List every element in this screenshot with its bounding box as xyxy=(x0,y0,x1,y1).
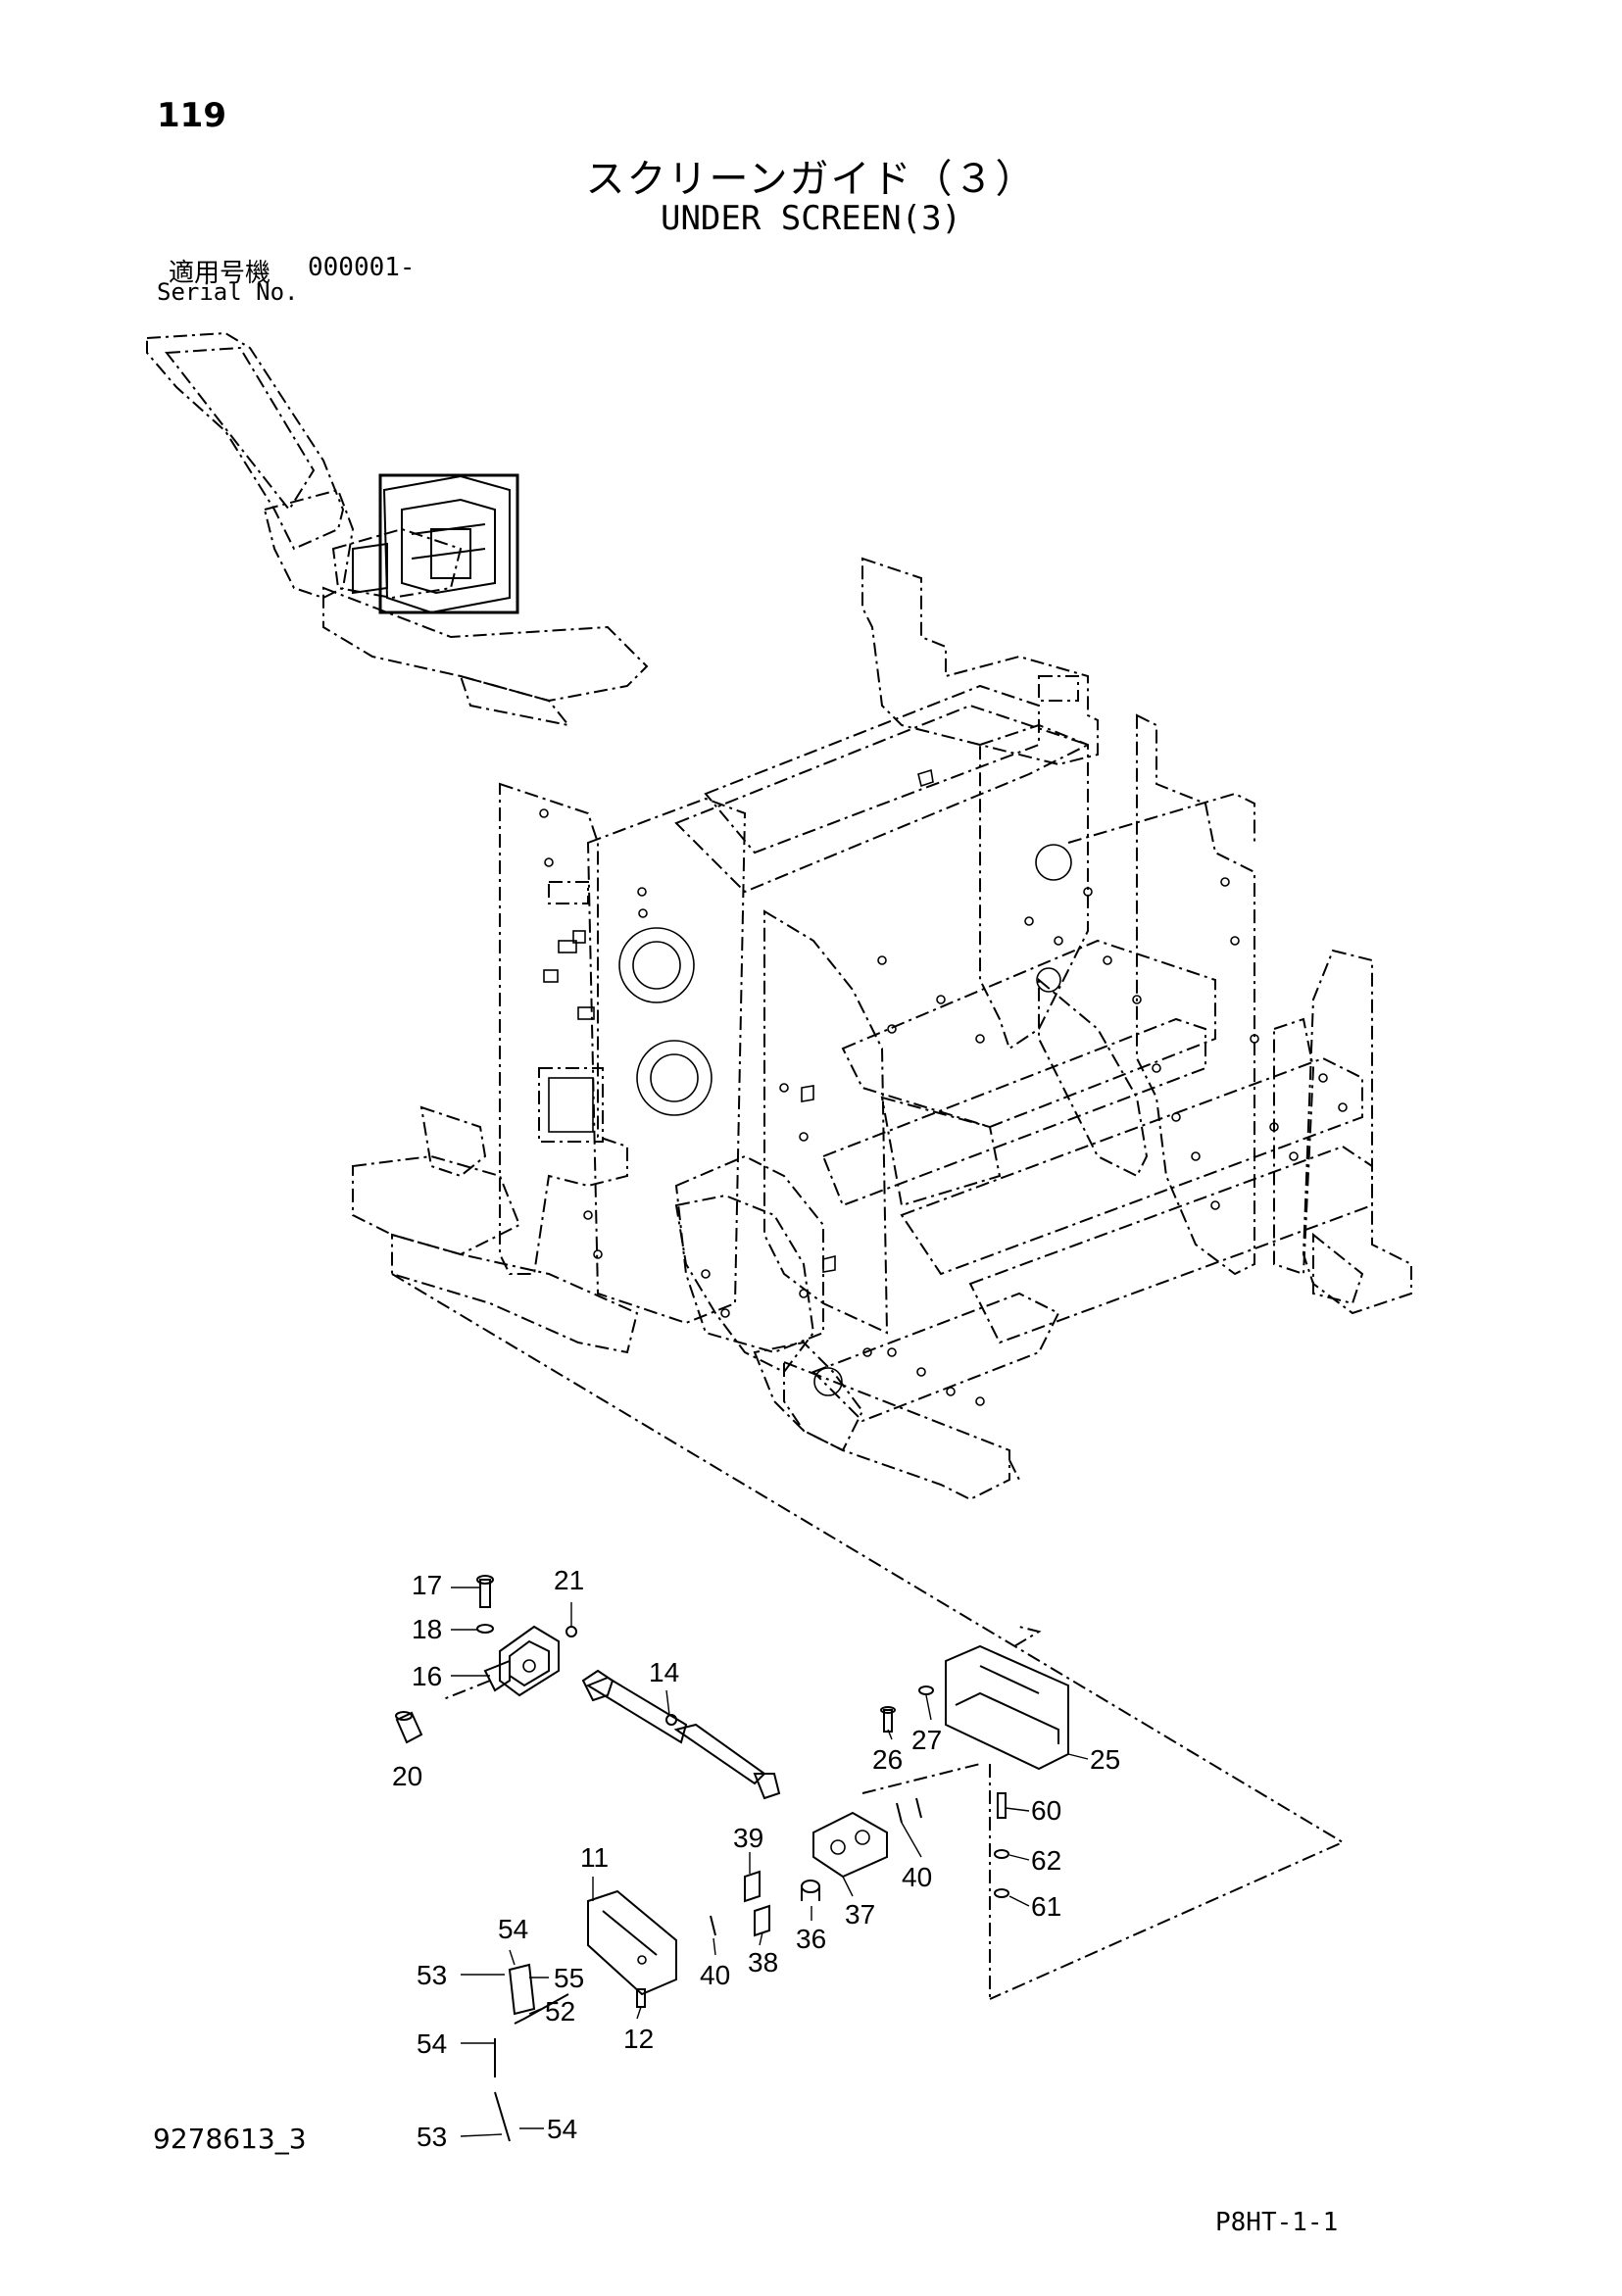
label-37: 37 xyxy=(845,1899,875,1930)
washer-18 xyxy=(476,1624,494,1634)
frame-bolt-holes xyxy=(539,808,1348,1406)
machine-overview-thumbnail xyxy=(146,331,649,727)
label-54-middle: 54 xyxy=(417,2028,447,2059)
label-60: 60 xyxy=(1031,1795,1061,1826)
label-55: 55 xyxy=(554,1963,584,1993)
label-39: 39 xyxy=(733,1823,763,1853)
label-20: 20 xyxy=(392,1761,422,1791)
pin-38 xyxy=(754,1904,770,1937)
bolt-17 xyxy=(476,1575,494,1608)
page-number: 119 xyxy=(157,96,226,135)
reference-lines xyxy=(391,1273,1346,2000)
bolt-26 xyxy=(880,1706,896,1733)
title-english: UNDER SCREEN(3) xyxy=(660,199,962,238)
bracket-part-25 xyxy=(945,1644,1069,1771)
part-number-labels: 17 21 18 16 14 20 26 27 25 60 39 62 40 1… xyxy=(392,1565,1120,2152)
serial-label-english: Serial No. xyxy=(157,278,299,306)
pin-39 xyxy=(744,1870,761,1903)
document-number: 9278613_3 xyxy=(153,2123,307,2155)
main-frame-phantom xyxy=(352,557,1412,1501)
label-14: 14 xyxy=(649,1657,679,1687)
label-53-top: 53 xyxy=(417,1960,447,1990)
bracket-part-16 xyxy=(483,1625,560,1697)
label-18: 18 xyxy=(412,1614,442,1644)
label-11: 11 xyxy=(580,1842,609,1873)
bolt-12 xyxy=(636,1988,646,2008)
label-52: 52 xyxy=(545,1996,575,2027)
page-code: P8HT-1-1 xyxy=(1215,2208,1339,2237)
title-japanese: スクリーンガイド（３） xyxy=(585,157,1037,202)
label-61: 61 xyxy=(1031,1891,1061,1922)
label-36: 36 xyxy=(796,1924,826,1954)
label-53-bottom: 53 xyxy=(417,2122,447,2152)
label-40-left: 40 xyxy=(700,1960,730,1990)
cylinder-14 xyxy=(581,1669,781,1800)
label-54-top: 54 xyxy=(498,1914,528,1944)
serial-label-japanese: 適用号機 xyxy=(169,259,271,288)
pin-20 xyxy=(395,1711,423,1744)
label-26: 26 xyxy=(872,1744,903,1775)
label-62: 62 xyxy=(1031,1845,1061,1876)
nut-21 xyxy=(565,1626,577,1637)
label-17: 17 xyxy=(412,1570,442,1600)
clips-40 xyxy=(710,1797,922,1936)
washer-27 xyxy=(918,1685,934,1695)
label-27: 27 xyxy=(911,1725,942,1755)
label-25: 25 xyxy=(1090,1744,1120,1775)
label-12: 12 xyxy=(623,2024,654,2054)
label-21: 21 xyxy=(554,1565,584,1595)
clamp-37 xyxy=(812,1811,888,1879)
bolts-60-62 xyxy=(994,1792,1009,1898)
label-54-bottom: 54 xyxy=(547,2114,577,2144)
pins-52-55 xyxy=(494,1963,569,2142)
label-38: 38 xyxy=(748,1947,778,1978)
label-40-right: 40 xyxy=(902,1862,932,1892)
serial-number-value: 000001- xyxy=(308,253,416,282)
bushing-36 xyxy=(801,1880,820,1901)
leader-lines xyxy=(451,1587,1089,2137)
label-16: 16 xyxy=(412,1661,442,1691)
plate-11 xyxy=(587,1889,677,1996)
